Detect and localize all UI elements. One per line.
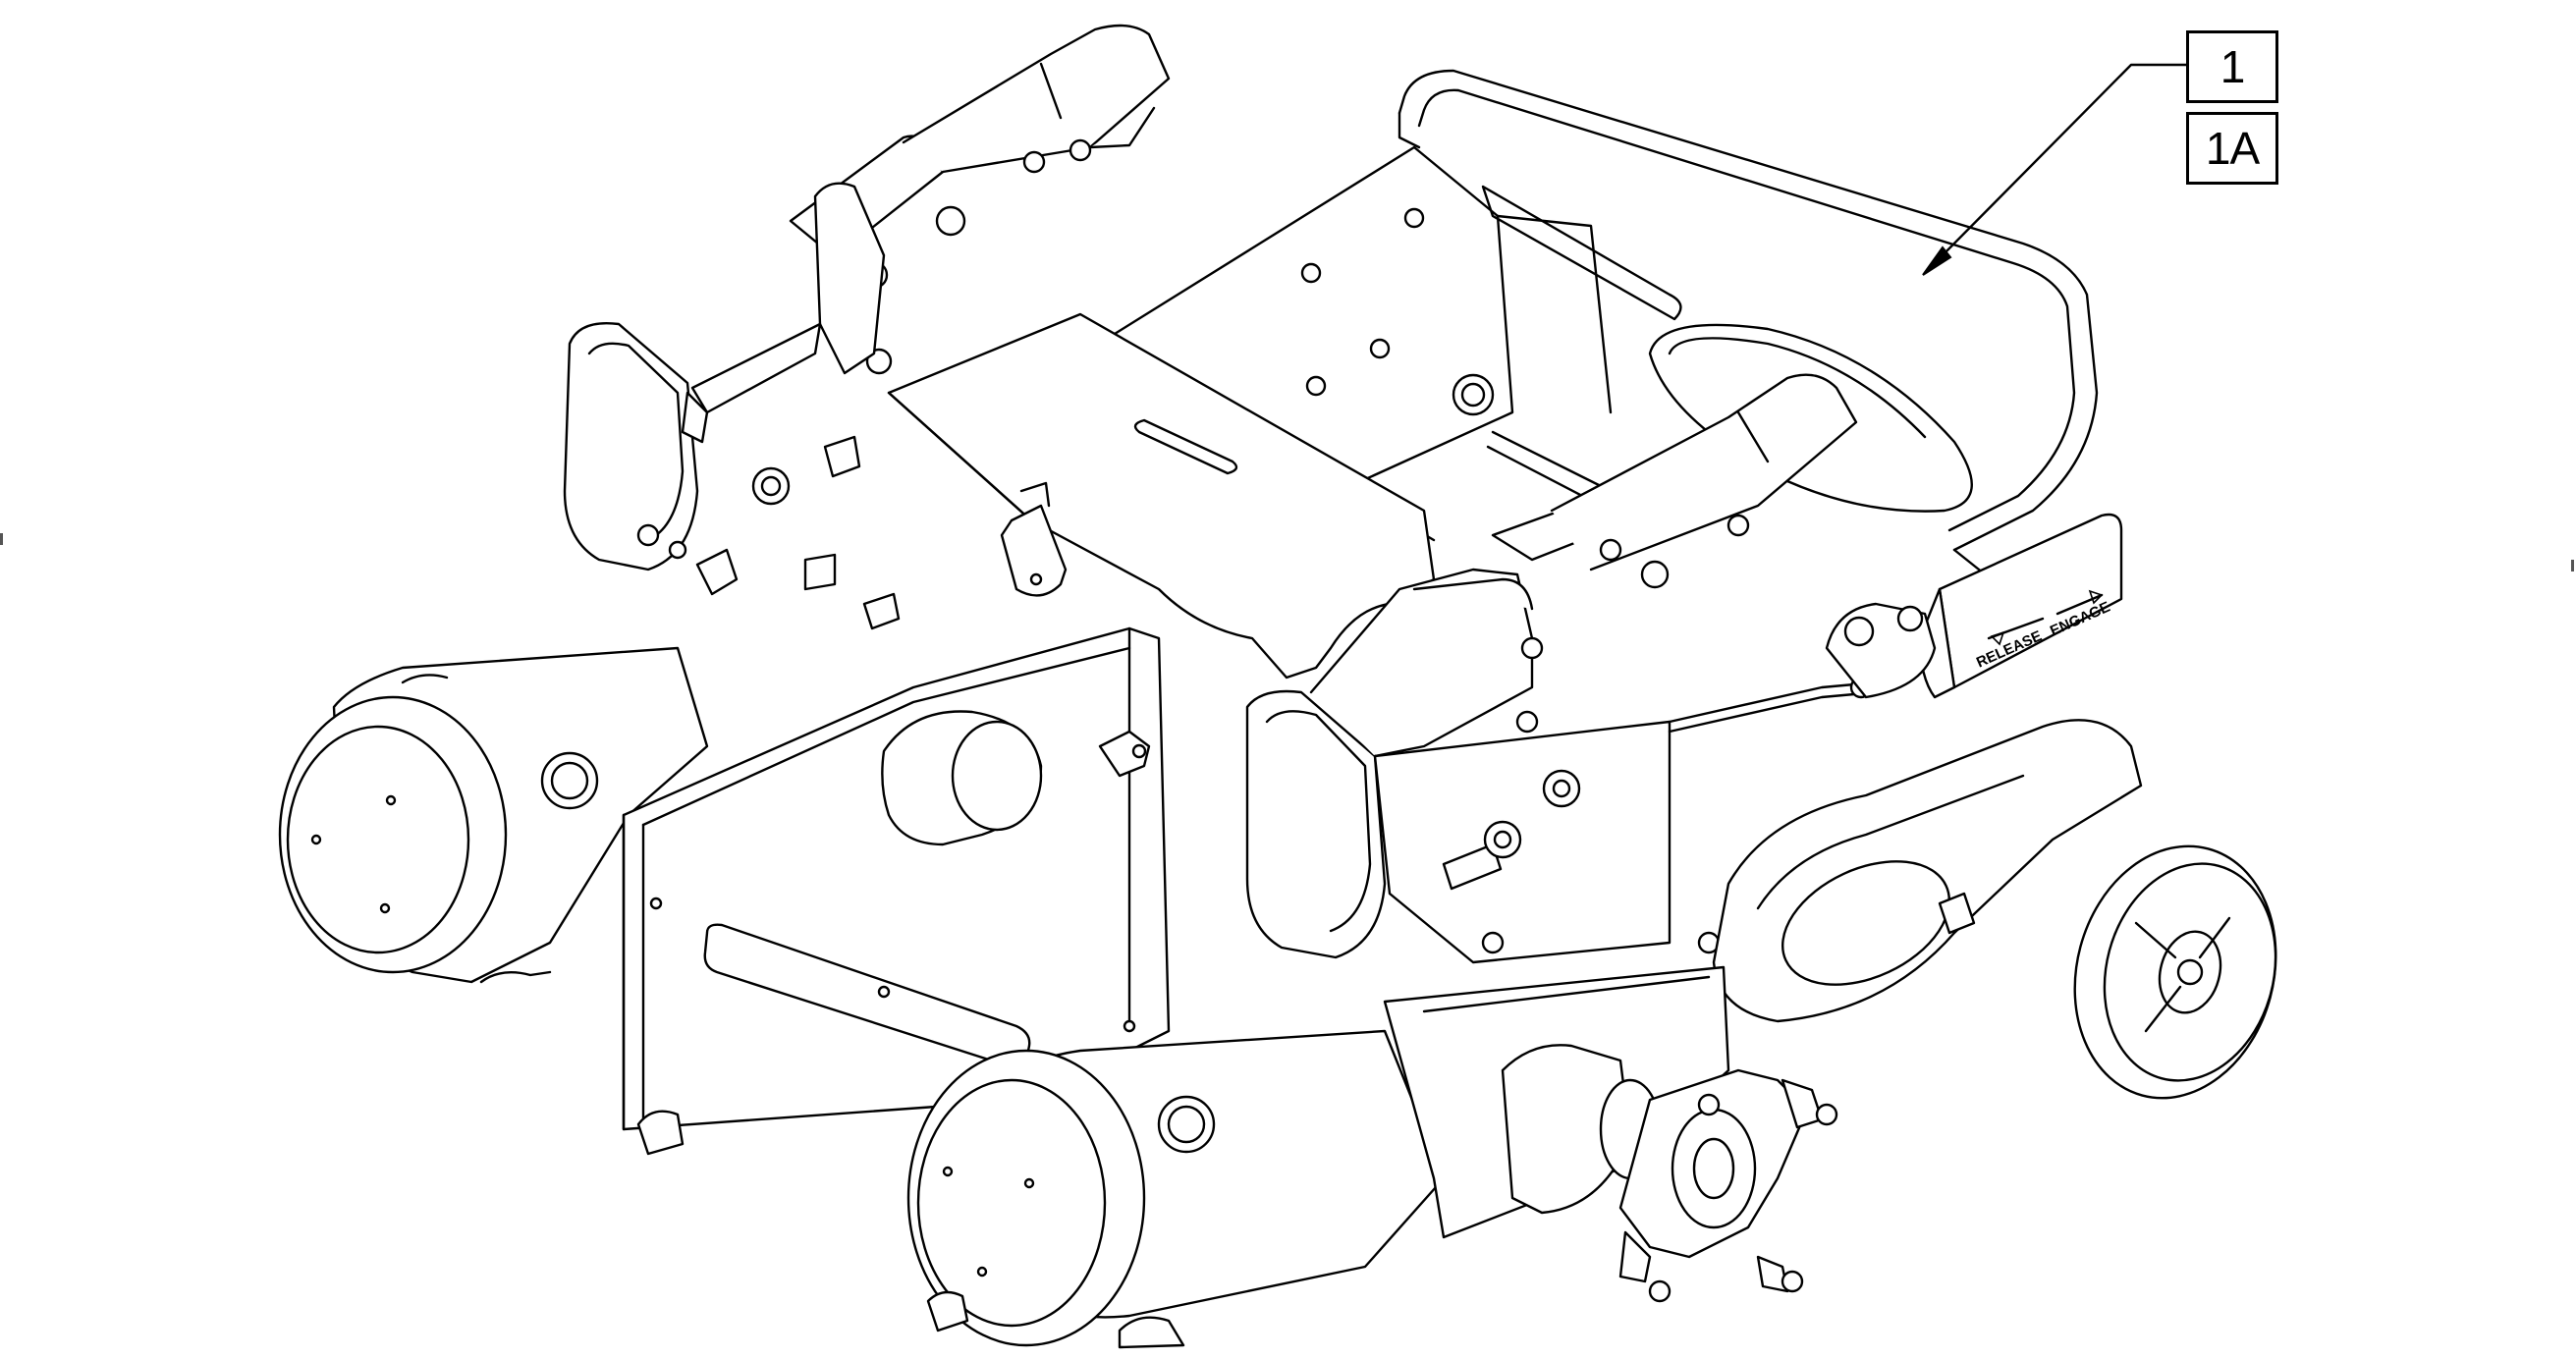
gearbox-hub	[1383, 965, 1838, 1303]
left-edge-tick	[0, 533, 3, 545]
caster-wheel	[1712, 719, 2277, 1100]
left-motor	[278, 646, 709, 984]
right-edge-tick	[2571, 560, 2574, 571]
right-motor	[636, 1029, 1446, 1349]
callout-1a: 1A	[2186, 112, 2278, 185]
left-clamp-assembly	[563, 24, 1171, 630]
callout-1-label: 1	[2220, 41, 2246, 92]
callout-leader	[1922, 63, 2188, 276]
right-clamp-assembly	[1245, 373, 1858, 964]
callout-1: 1	[2186, 30, 2278, 103]
seat-frame-rail	[1398, 69, 2099, 591]
callout-1a-label: 1A	[2205, 123, 2260, 174]
release-engage-handle	[1668, 513, 2123, 734]
center-damper	[1000, 481, 1068, 597]
center-saddle-plate	[887, 312, 1436, 680]
